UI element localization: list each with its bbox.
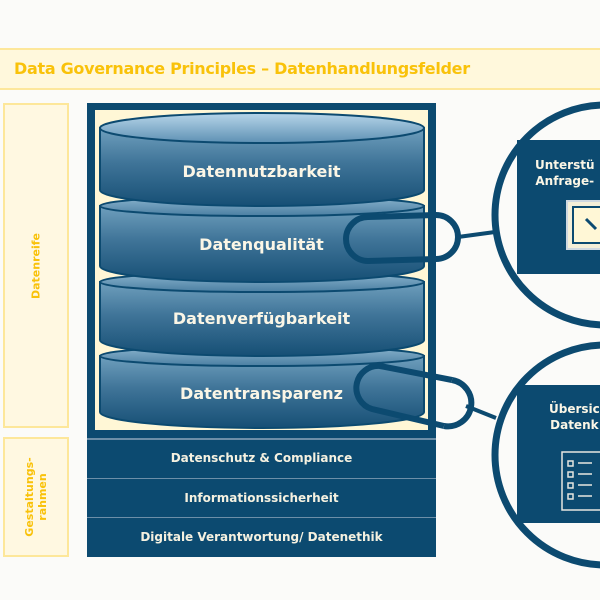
framework-block: Datenschutz & Compliance Informationssic… (87, 438, 436, 557)
framework-row: Datenschutz & Compliance (87, 438, 436, 476)
callout-1-line1: Unterstü (535, 158, 595, 172)
checklist-icon (561, 451, 600, 511)
stack-layer-label: Datennutzbarkeit (182, 162, 341, 181)
checkbox-check-icon (566, 200, 600, 250)
stack-layer-label: Datenverfügbarkeit (172, 309, 351, 328)
callout-1-line2: Anfrage- (535, 174, 595, 188)
disk-datennutzbarkeit (99, 112, 425, 207)
callout-box-2 (517, 385, 600, 523)
magnifier-connector-1 (343, 212, 496, 265)
callout-title-2: Übersic Datenk (549, 401, 600, 433)
gestaltungsrahmen-label-box: Gestaltungs- rahmen (3, 437, 69, 557)
stack-layer-label: Datenqualität (199, 235, 324, 254)
page-title: Data Governance Principles – Datenhandlu… (14, 59, 470, 78)
magnifier-connector-2 (353, 362, 497, 430)
callout-title-1: Unterstü Anfrage- (535, 157, 595, 189)
framework-row: Informationssicherheit (87, 478, 436, 516)
callout-2-line2: Datenk (550, 418, 599, 432)
stack-layer-label: Datentransparenz (180, 384, 343, 403)
title-bar: Data Governance Principles – Datenhandlu… (0, 48, 600, 90)
datenreife-label-box: Datenreife (3, 103, 69, 428)
framework-row: Digitale Verantwortung/ Datenethik (87, 517, 436, 555)
callout-2-line1: Übersic (549, 402, 600, 416)
